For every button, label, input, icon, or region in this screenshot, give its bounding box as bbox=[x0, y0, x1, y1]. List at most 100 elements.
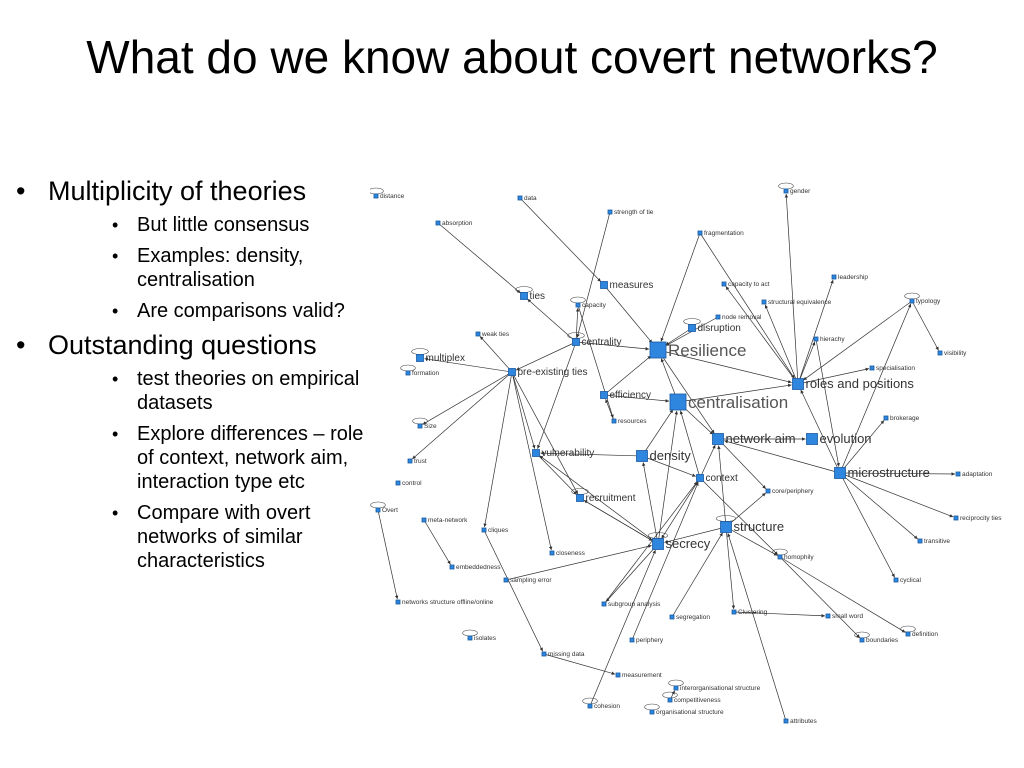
edge-structure-secrecy bbox=[664, 526, 727, 544]
node-formation: formation bbox=[400, 364, 439, 377]
edge-segregation-structure bbox=[671, 532, 723, 618]
node-marker bbox=[761, 299, 767, 305]
node-specialisation: specialisation bbox=[869, 365, 915, 372]
node-trust: trust bbox=[407, 458, 427, 465]
node-weakties: weak ties bbox=[475, 331, 510, 338]
edge-centrality-resilience bbox=[575, 341, 650, 351]
node-strengthoftie: strength of tie bbox=[607, 209, 654, 216]
edge-measures-resilience bbox=[603, 284, 653, 344]
node-label: core/periphery bbox=[772, 488, 814, 495]
edge-preexisting-recruitment bbox=[511, 371, 579, 495]
node-marker bbox=[777, 554, 783, 560]
node-label: cyclical bbox=[900, 577, 922, 584]
node-label: weak ties bbox=[481, 331, 510, 338]
node-marker bbox=[503, 577, 509, 583]
node-leadership: leadership bbox=[831, 274, 868, 281]
edge-roles-structequiv bbox=[764, 304, 799, 385]
edge-microstructure-reciprocity bbox=[839, 472, 954, 518]
node-label: typology bbox=[916, 298, 941, 305]
node-context: context bbox=[696, 473, 738, 484]
node-marker bbox=[600, 391, 608, 399]
node-label: definition bbox=[912, 631, 938, 638]
node-brokerage: brokerage bbox=[883, 415, 920, 422]
node-label: embeddedness bbox=[456, 564, 501, 571]
node-marker bbox=[611, 418, 617, 424]
edge-structure-coreperiphery bbox=[725, 492, 766, 528]
node-label: pre-existing ties bbox=[518, 367, 588, 378]
node-label: disruption bbox=[698, 323, 741, 334]
edge-structure-networkaim bbox=[717, 445, 727, 528]
node-marker bbox=[669, 393, 687, 411]
node-marker bbox=[481, 527, 487, 533]
node-marker bbox=[731, 609, 737, 615]
node-label: sampling error bbox=[510, 577, 552, 584]
node-marker bbox=[721, 281, 727, 287]
edge-fragmentation-resilience bbox=[660, 232, 701, 342]
node-label: subgroup analysis bbox=[608, 601, 661, 608]
node-periphery: periphery bbox=[629, 637, 664, 644]
node-label: specialisation bbox=[876, 365, 915, 372]
node-label: Clustering bbox=[738, 609, 768, 616]
node-marker bbox=[517, 195, 523, 201]
node-label: measurement bbox=[622, 672, 662, 679]
edge-samplingerror-secrecy bbox=[505, 544, 652, 581]
edge-resilience-networkaim bbox=[657, 349, 715, 434]
edge-density-centralisation bbox=[641, 409, 674, 457]
edge-roles-specialisation bbox=[797, 367, 870, 385]
edge-cliques-missingdata bbox=[483, 529, 544, 652]
node-label: isolates bbox=[474, 635, 497, 642]
node-label: missing data bbox=[548, 651, 585, 658]
node-roles: roles and positions bbox=[792, 376, 914, 391]
node-cyclical: cyclical bbox=[893, 577, 922, 584]
bullet-item: •Multiplicity of theories bbox=[14, 176, 384, 207]
edge-roles-hierachy bbox=[797, 341, 816, 385]
node-label: resources bbox=[618, 418, 647, 425]
node-label: Resilience bbox=[668, 341, 746, 360]
edge-structure-clustering bbox=[725, 526, 736, 610]
edge-preexisting-vulnerability bbox=[511, 371, 536, 449]
node-marker bbox=[373, 193, 379, 199]
node-label: visibility bbox=[944, 350, 967, 357]
node-centrality: centrality bbox=[567, 332, 622, 348]
node-label: competitiveness bbox=[674, 697, 721, 704]
node-label: capacity to act bbox=[728, 281, 770, 288]
node-label: networks structure offline/online bbox=[402, 599, 494, 606]
node-marker bbox=[783, 718, 789, 724]
node-marker bbox=[806, 433, 818, 445]
node-visibility: visibility bbox=[937, 350, 967, 357]
node-marker bbox=[416, 354, 424, 362]
node-label: brokerage bbox=[890, 415, 920, 422]
edge-secrecy-centralisation bbox=[657, 410, 678, 545]
node-typology: typology bbox=[904, 292, 941, 305]
node-isolates: isolates bbox=[462, 629, 497, 642]
edge-density-context bbox=[641, 455, 696, 477]
node-marker bbox=[831, 274, 837, 280]
node-absorption: absorption bbox=[435, 220, 473, 227]
edge-context-secrecy bbox=[661, 477, 701, 539]
bullet-marker: • bbox=[112, 246, 119, 266]
node-label: Size bbox=[424, 423, 437, 430]
node-label: attributes bbox=[790, 718, 817, 725]
node-vulnerability: vulnerability bbox=[532, 448, 594, 459]
node-label: density bbox=[650, 448, 692, 463]
node-label: Overt bbox=[382, 507, 398, 514]
edge-typology-roles bbox=[803, 300, 913, 381]
node-marker bbox=[549, 550, 555, 556]
node-interorg: interorganisational structure bbox=[668, 679, 761, 692]
edge-preexisting-multiplex bbox=[424, 357, 513, 373]
edge-typology-visibility bbox=[911, 300, 939, 351]
bullet-marker: • bbox=[112, 369, 119, 389]
node-efficiency: efficiency bbox=[600, 390, 651, 401]
node-marker bbox=[715, 314, 721, 320]
node-marker bbox=[667, 697, 673, 703]
node-label: evolution bbox=[820, 431, 872, 446]
edge-centralisation-roles bbox=[677, 383, 792, 403]
node-label: cohesion bbox=[594, 703, 620, 710]
node-label: network aim bbox=[726, 431, 796, 446]
node-control: control bbox=[395, 480, 422, 487]
sub-bullet-text: Explore differences – role of context, n… bbox=[137, 423, 364, 493]
edge-homophily-boundaries bbox=[779, 556, 861, 639]
node-label: strength of tie bbox=[614, 209, 654, 216]
edge-efficiency-resilience bbox=[603, 355, 652, 396]
